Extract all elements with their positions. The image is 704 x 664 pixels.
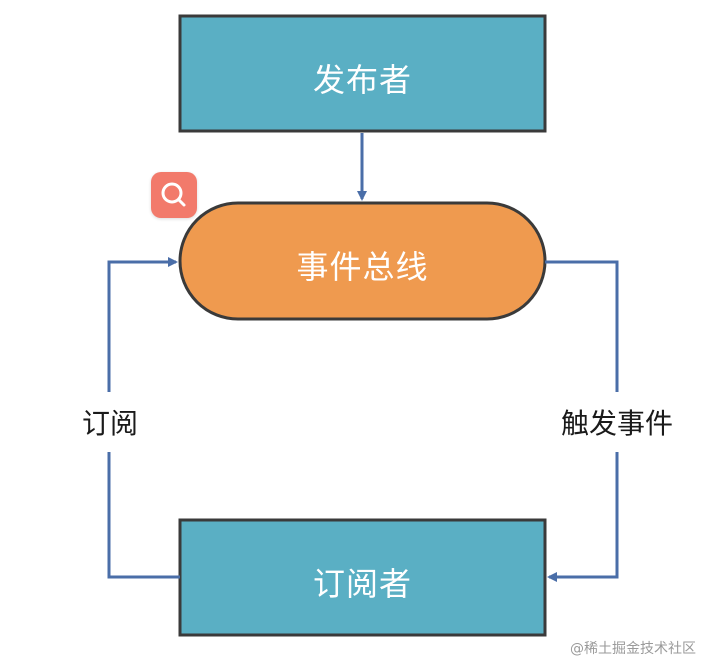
search-icon bbox=[161, 182, 186, 207]
subscriber-node bbox=[178, 518, 547, 637]
watermark: @稀土掘金技术社区 bbox=[570, 641, 696, 657]
event-bus-node bbox=[178, 201, 547, 321]
trigger-arrow bbox=[545, 260, 619, 582]
subscribe-arrow bbox=[107, 257, 180, 579]
publisher-node bbox=[178, 14, 547, 133]
search-button[interactable] bbox=[151, 172, 197, 218]
